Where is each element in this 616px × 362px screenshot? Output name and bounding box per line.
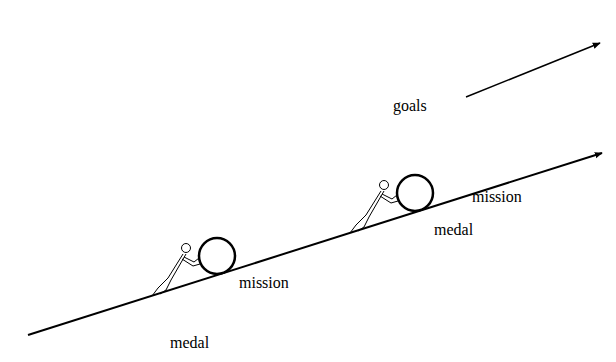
text-label: medal — [434, 220, 473, 240]
text-label: mission — [472, 187, 522, 207]
goals-arrow — [466, 43, 600, 97]
boulder — [199, 238, 235, 274]
text-label: medal — [170, 333, 209, 353]
figure-legs — [350, 215, 369, 233]
text-label: mission — [239, 273, 289, 293]
figure-head — [380, 181, 389, 190]
figure-arms — [182, 257, 200, 266]
text-label: goals — [393, 96, 427, 116]
figure-head — [182, 244, 191, 253]
figure-arms — [380, 194, 398, 203]
figure-body — [366, 191, 384, 217]
boulder — [397, 175, 433, 211]
pusher-figure — [350, 175, 433, 233]
figure-legs — [152, 278, 171, 296]
slope-arrow — [28, 153, 602, 335]
pusher-figure — [152, 238, 235, 296]
figure-body — [168, 254, 186, 280]
